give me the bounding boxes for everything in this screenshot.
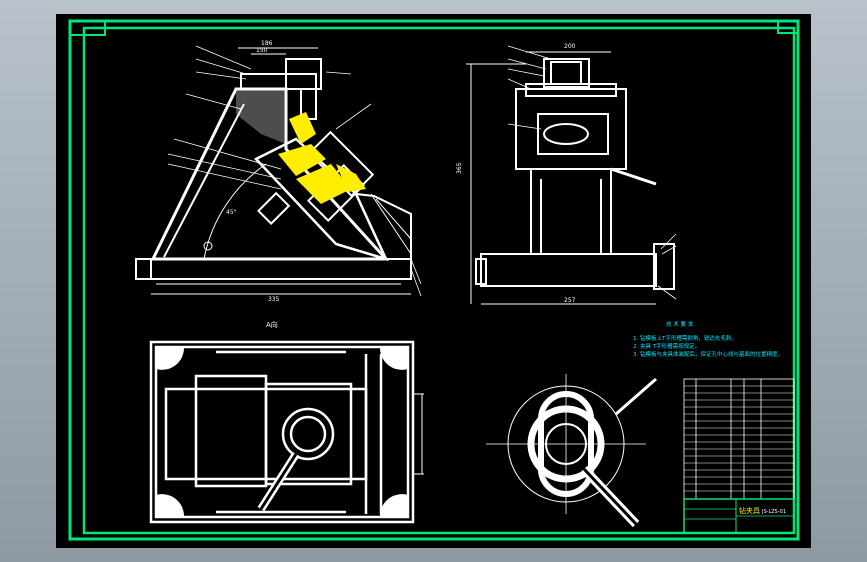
dim-side-height: 365 xyxy=(456,162,463,174)
parts-list[interactable] xyxy=(683,378,795,500)
dim-front-bottom: 335 xyxy=(268,296,280,303)
front-dimensions: 186 150 335 45° xyxy=(226,40,280,303)
inner-frame xyxy=(82,26,796,535)
parts-list-rows xyxy=(684,385,794,492)
outer-frame xyxy=(68,19,800,541)
front-leaders xyxy=(167,45,422,297)
corner-tag xyxy=(69,20,106,36)
title-block-drawing-no: JS-LZS-01 xyxy=(761,509,786,515)
dim-front-angle: 45° xyxy=(226,209,237,216)
technical-notes: 技 术 要 求 1. 钻模板上T字形槽需倒角，锐边去毛刺。 2. 夹具 T字形槽… xyxy=(633,320,783,358)
section-view-a[interactable] xyxy=(149,340,424,524)
dim-front-top: 186 xyxy=(261,40,273,47)
dim-front-top-inner: 150 xyxy=(256,47,268,54)
note-line-3: 3. 钻模板与夹具体装配后，保证孔中心线与基面的位置精度。 xyxy=(633,350,783,358)
dim-side-top: 200 xyxy=(564,43,576,50)
view-label-a: A向 xyxy=(266,320,278,329)
title-block[interactable]: 钻夹具 JS-LZS-01 xyxy=(683,498,795,534)
notes-title: 技 术 要 求 xyxy=(666,320,694,328)
note-line-2: 2. 夹具 T字形槽需按规定。 xyxy=(633,342,700,350)
front-view[interactable] xyxy=(135,47,412,295)
front-view-highlight[interactable] xyxy=(278,112,366,204)
note-line-1: 1. 钻模板上T字形槽需倒角，锐边去毛刺。 xyxy=(633,334,737,342)
side-dimensions: 365 200 257 xyxy=(456,43,576,304)
drawing-sheet: 186 150 335 45° 365 200 257 xyxy=(56,14,811,548)
corner-tag-right xyxy=(777,20,799,34)
detail-view[interactable] xyxy=(486,374,657,528)
side-view[interactable] xyxy=(466,51,675,305)
drawing-canvas[interactable]: 186 150 335 45° 365 200 257 xyxy=(56,14,811,548)
dim-side-bottom: 257 xyxy=(564,297,576,304)
title-block-name: 钻夹具 xyxy=(739,506,760,515)
side-leaders xyxy=(507,45,677,300)
